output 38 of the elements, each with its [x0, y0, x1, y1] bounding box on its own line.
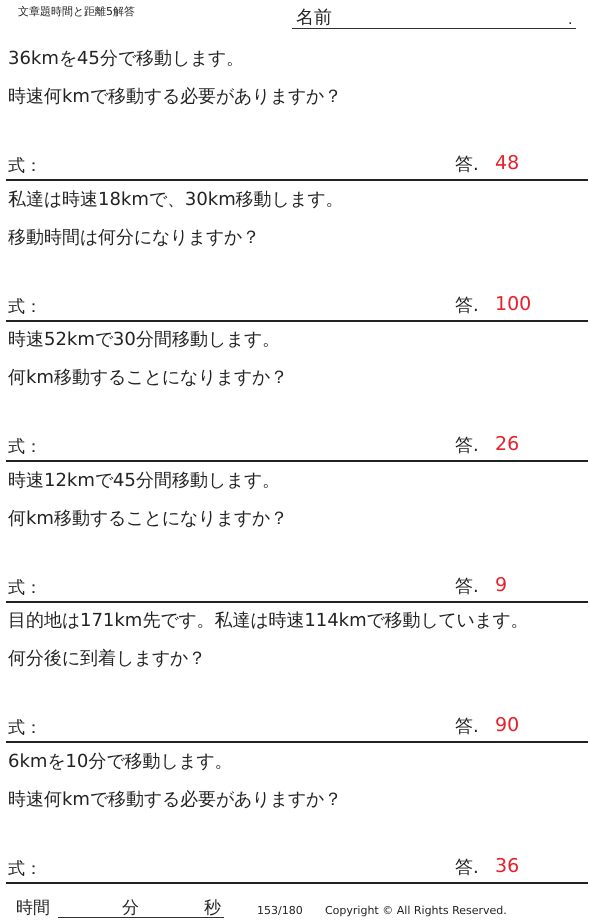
- question-text: 移動時間は何分になりますか？: [8, 228, 260, 247]
- minutes-unit: 分: [122, 900, 139, 917]
- time-label: 時間: [16, 900, 50, 917]
- answer-value: 90: [495, 716, 520, 736]
- formula-label: 式：: [8, 580, 42, 597]
- problem-text: 時速52kmで30分間移動します。: [8, 331, 280, 350]
- name-line-end: .: [568, 13, 572, 27]
- problem-text: 私達は時速18kmで、30km移動します。: [8, 190, 344, 209]
- formula-label: 式：: [8, 298, 42, 316]
- answer-label: 答.: [455, 296, 479, 315]
- problem-text: 6kmを10分で移動します。: [8, 753, 232, 771]
- answer-label: 答.: [455, 578, 479, 596]
- answer-label: 答.: [455, 859, 479, 877]
- worksheet-title: 文章題時間と距離5解答: [18, 6, 135, 17]
- copyright-notice: Copyright © All Rights Reserved.: [325, 905, 507, 916]
- problem-text: 36kmを45分で移動します。: [8, 50, 244, 68]
- answer-label: 答.: [455, 437, 479, 456]
- answer-value: 48: [495, 154, 520, 173]
- question-text: 何分後に到着しますか？: [8, 650, 206, 668]
- answer-label: 答.: [455, 156, 479, 174]
- formula-label: 式：: [8, 720, 42, 738]
- name-label: 名前: [296, 9, 332, 27]
- problem-text: 目的地は171km先です。私達は時速114kmで移動しています。: [8, 612, 529, 630]
- answer-value: 100: [495, 294, 532, 314]
- answer-label: 答.: [455, 718, 479, 736]
- question-text: 何km移動することになりますか？: [8, 369, 288, 388]
- page-number: 153/180: [257, 905, 303, 916]
- question-text: 時速何kmで移動する必要がありますか？: [8, 88, 342, 106]
- answer-value: 9: [495, 576, 508, 595]
- question-text: 何km移動することになりますか？: [8, 510, 288, 528]
- question-text: 時速何kmで移動する必要がありますか？: [8, 791, 342, 809]
- seconds-unit: 秒: [204, 900, 221, 917]
- answer-value: 26: [495, 435, 520, 454]
- formula-label: 式：: [8, 439, 42, 456]
- formula-label: 式：: [8, 861, 42, 878]
- answer-value: 36: [495, 857, 520, 876]
- problem-text: 時速12kmで45分間移動します。: [8, 472, 280, 490]
- formula-label: 式：: [8, 158, 42, 175]
